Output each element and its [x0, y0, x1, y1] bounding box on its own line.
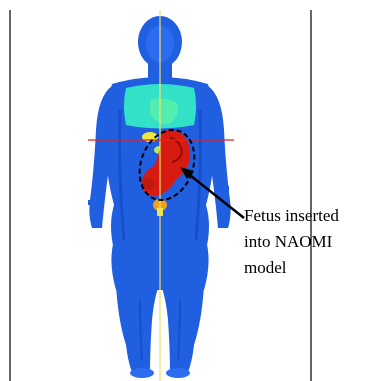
- left-leg: [116, 285, 158, 372]
- left-hand-fragment: [95, 183, 102, 189]
- left-foot: [130, 368, 154, 378]
- annotation-line-2: into NAOMI: [244, 232, 332, 251]
- right-foot: [166, 368, 190, 378]
- right-hand-fragment: [222, 186, 229, 192]
- body-phantom: [88, 16, 231, 378]
- right-leg: [162, 285, 204, 372]
- annotation-line-3: model: [244, 258, 287, 277]
- annotation-line-1: Fetus inserted: [244, 206, 339, 225]
